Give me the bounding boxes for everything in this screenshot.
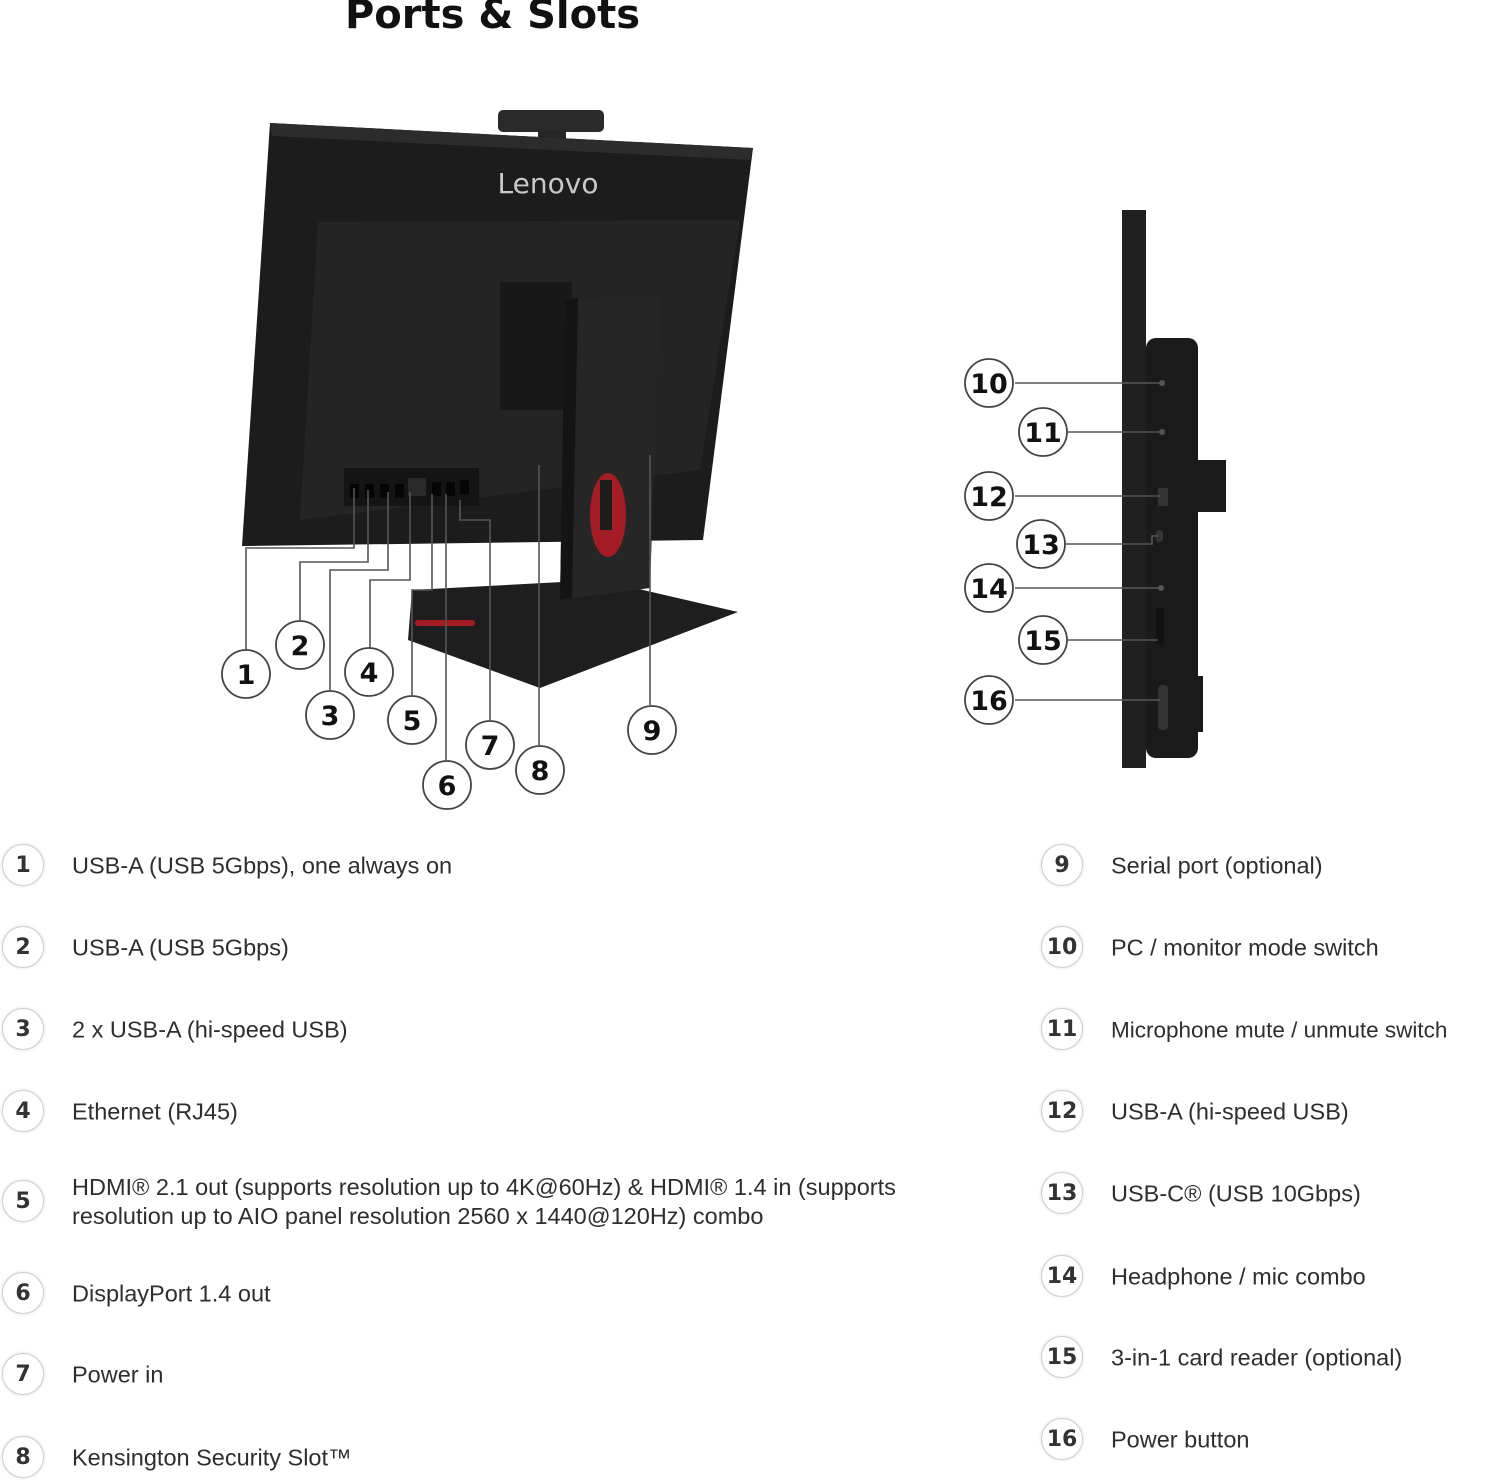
legend-item-9: 9 Serial port (optional) (1041, 844, 1496, 888)
svg-text:7: 7 (481, 731, 500, 762)
legend-item-15: 15 3-in-1 card reader (optional) (1041, 1336, 1496, 1380)
legend-label-line-1: HDMI® 2.1 out (supports resolution up to… (72, 1174, 896, 1200)
legend-label: USB-A (hi-speed USB) (1111, 1098, 1349, 1125)
legend-label: 3-in-1 card reader (optional) (1111, 1344, 1403, 1371)
legend-number-badge: 3 (2, 1008, 44, 1050)
callout-11: 11 (1018, 407, 1068, 457)
legend-label: Headphone / mic combo (1111, 1263, 1366, 1290)
lenovo-logo: Lenovo (498, 167, 599, 200)
svg-text:13: 13 (1022, 530, 1060, 561)
svg-text:14: 14 (970, 574, 1008, 605)
side-view-illustration (1122, 210, 1226, 768)
legend-number-badge: 1 (2, 844, 44, 886)
legend-label: HDMI® 2.1 out (supports resolution up to… (72, 1173, 896, 1231)
legend-item-3: 3 2 x USB-A (hi-speed USB) (2, 1008, 962, 1052)
legend-item-8: 8 Kensington Security Slot™ (2, 1436, 962, 1480)
stand-column (560, 295, 660, 600)
callout-4: 4 (344, 647, 394, 697)
legend-label: Power button (1111, 1426, 1250, 1453)
svg-text:11: 11 (1024, 418, 1062, 449)
callout-1: 1 (221, 649, 271, 699)
legend-number-badge: 14 (1041, 1255, 1083, 1297)
legend-label-line-2: resolution up to AIO panel resolution 25… (72, 1203, 764, 1229)
legend-label: Kensington Security Slot™ (72, 1444, 352, 1471)
legend-label: 2 x USB-A (hi-speed USB) (72, 1016, 348, 1043)
callout-5: 5 (387, 695, 437, 745)
callout-10: 10 (964, 358, 1014, 408)
svg-text:16: 16 (970, 686, 1008, 717)
ports-diagram: Lenovo (221, 110, 1226, 810)
svg-text:10: 10 (970, 369, 1008, 400)
callout-3: 3 (305, 690, 355, 740)
legend-label: Serial port (optional) (1111, 852, 1323, 879)
legend-label: USB-A (USB 5Gbps) (72, 934, 289, 961)
svg-text:8: 8 (531, 756, 550, 787)
legend-number-badge: 11 (1041, 1008, 1083, 1050)
legend-item-11: 11 Microphone mute / unmute switch (1041, 1008, 1496, 1052)
power-button-shape (1158, 685, 1168, 730)
legend-item-12: 12 USB-A (hi-speed USB) (1041, 1090, 1496, 1134)
webcam-bar (498, 110, 604, 132)
legend-item-10: 10 PC / monitor mode switch (1041, 926, 1496, 970)
callout-6: 6 (422, 760, 472, 810)
callout-9: 9 (627, 705, 677, 755)
leader-lines (245, 382, 1162, 760)
legend-number-badge: 10 (1041, 926, 1083, 968)
svg-text:1: 1 (237, 660, 256, 691)
legend-item-1: 1 USB-A (USB 5Gbps), one always on (2, 844, 962, 888)
side-usb-a-port (1158, 488, 1168, 506)
side-housing (1146, 338, 1198, 758)
legend-item-2: 2 USB-A (USB 5Gbps) (2, 926, 962, 970)
legend-label: PC / monitor mode switch (1111, 934, 1379, 961)
legend-label: DisplayPort 1.4 out (72, 1280, 271, 1307)
legend-number-badge: 12 (1041, 1090, 1083, 1132)
ethernet-port (408, 478, 426, 496)
svg-text:4: 4 (360, 658, 379, 689)
callout-7: 7 (465, 720, 515, 770)
svg-text:2: 2 (291, 631, 310, 662)
legend-label: Microphone mute / unmute switch (1111, 1017, 1448, 1043)
legend-item-16: 16 Power button (1041, 1418, 1496, 1462)
svg-text:5: 5 (403, 706, 422, 737)
callout-14: 14 (964, 563, 1014, 613)
legend-item-7: 7 Power in (2, 1353, 962, 1397)
legend-number-badge: 15 (1041, 1336, 1083, 1378)
callout-12: 12 (964, 471, 1014, 521)
legend-label: Power in (72, 1361, 164, 1388)
legend-label: USB-A (USB 5Gbps), one always on (72, 852, 453, 879)
legend-number-badge: 13 (1041, 1172, 1083, 1214)
callout-13: 13 (1016, 519, 1066, 569)
legend-item-14: 14 Headphone / mic combo (1041, 1255, 1496, 1299)
legend-item-13: 13 USB-C® (USB 10Gbps) (1041, 1172, 1496, 1216)
legend-number-badge: 4 (2, 1090, 44, 1132)
hinge-block (500, 282, 572, 410)
legend-number-badge: 7 (2, 1353, 44, 1395)
rear-view-illustration: Lenovo (242, 110, 753, 688)
legend-item-6: 6 DisplayPort 1.4 out (2, 1272, 962, 1316)
svg-text:9: 9 (643, 716, 662, 747)
callout-2: 2 (275, 620, 325, 670)
legend-number-badge: 16 (1041, 1418, 1083, 1460)
legend-item-4: 4 Ethernet (RJ45) (2, 1090, 962, 1134)
legend-label: USB-C® (USB 10Gbps) (1111, 1180, 1361, 1207)
svg-text:6: 6 (438, 771, 457, 802)
page-title: Ports & Slots (344, 0, 641, 38)
legend-item-5: 5 HDMI® 2.1 out (supports resolution up … (2, 1174, 962, 1229)
svg-text:12: 12 (970, 482, 1008, 513)
svg-text:3: 3 (321, 701, 340, 732)
card-reader-slot (1156, 608, 1164, 644)
svg-text:15: 15 (1024, 626, 1062, 657)
side-panel-edge (1122, 210, 1146, 768)
legend-number-badge: 8 (2, 1436, 44, 1478)
legend-number-badge: 2 (2, 926, 44, 968)
callout-16: 16 (964, 675, 1014, 725)
callout-8: 8 (515, 745, 565, 795)
legend-number-badge: 5 (2, 1180, 44, 1222)
legend-number-badge: 6 (2, 1272, 44, 1314)
side-usb-c-port (1156, 530, 1163, 542)
legend-number-badge: 9 (1041, 844, 1083, 886)
callout-15: 15 (1018, 615, 1068, 665)
legend-label: Ethernet (RJ45) (72, 1098, 238, 1125)
